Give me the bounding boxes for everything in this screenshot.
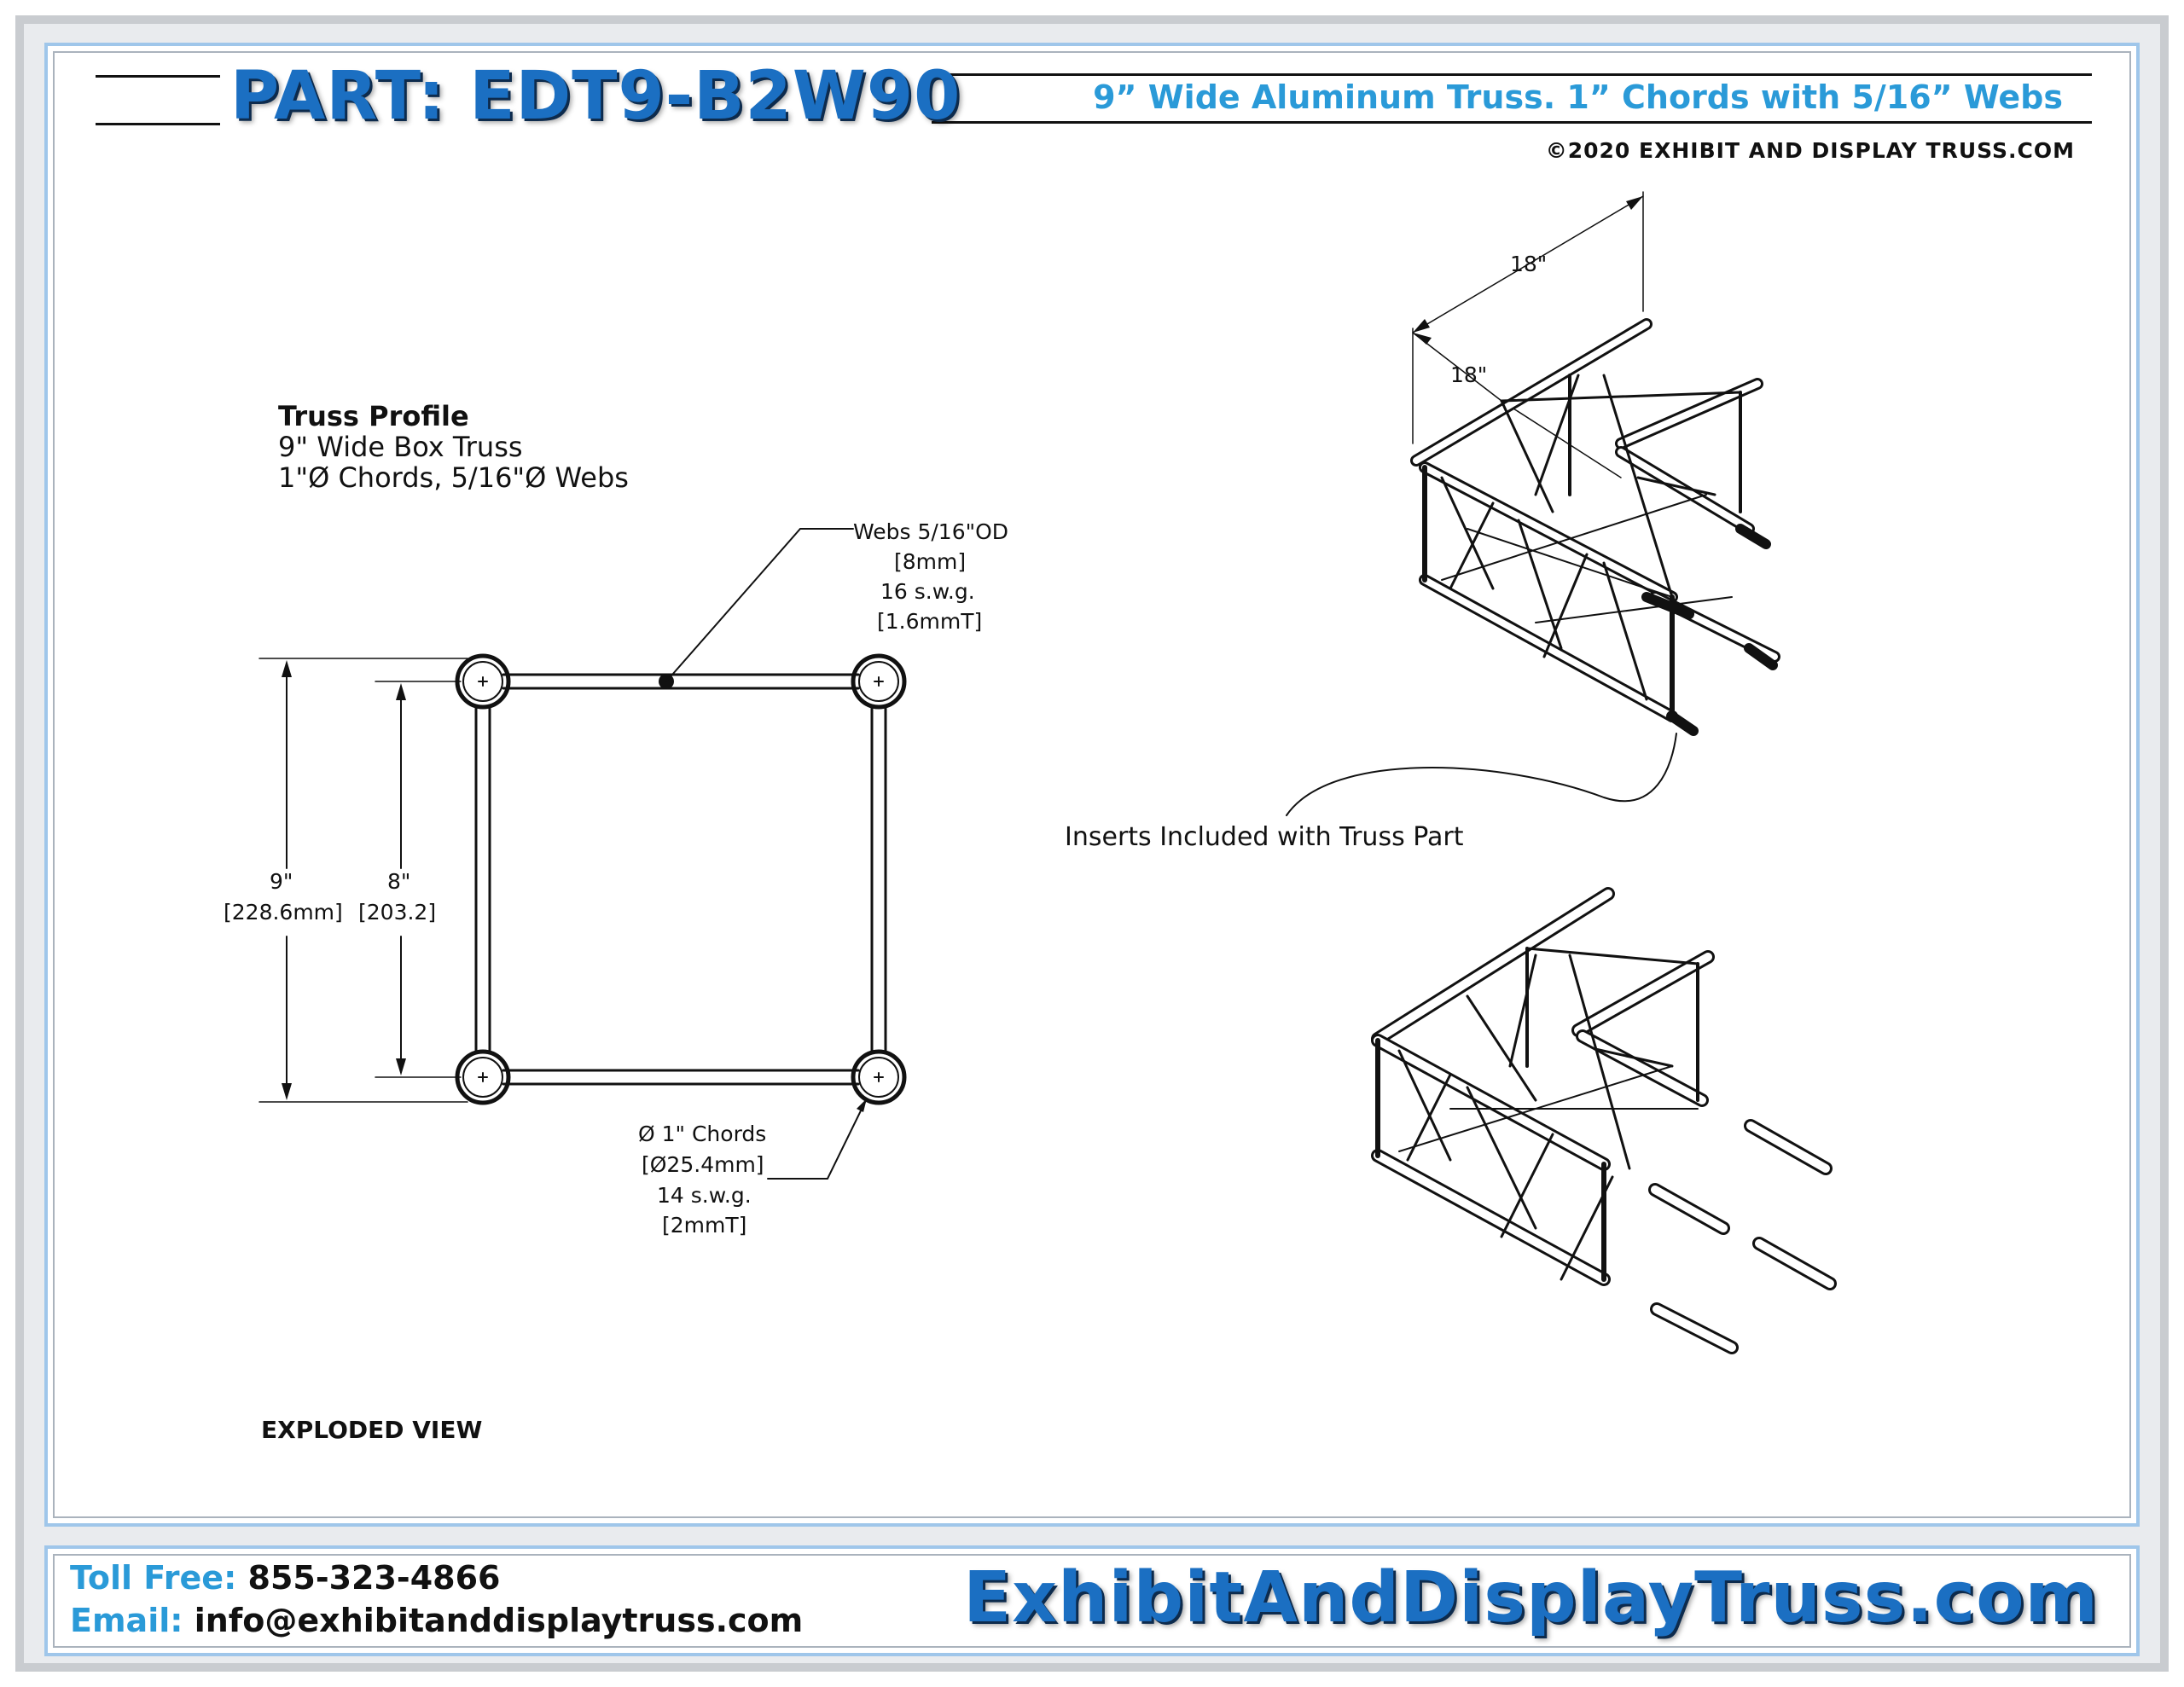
toll-free-line: Toll Free: 855-323-4866 [70,1559,500,1597]
toll-free-label: Toll Free: [70,1559,237,1597]
copyright-notice: ©2020 EXHIBIT AND DISPLAY TRUSS.COM [1545,138,2075,163]
leg-length-a: 18" [1510,252,1548,276]
email-line: Email: info@exhibitanddisplaytruss.com [70,1602,803,1639]
header-rule-left-bottom [96,123,220,125]
chord-top-left [455,653,511,710]
insert-pin-2 [1752,1237,1837,1290]
part-subtitle: 9” Wide Aluminum Truss. 1” Chords with 5… [1093,78,2063,116]
inner-dimension-metric: [203.2] [358,900,437,925]
insert-pin-1 [1744,1119,1833,1175]
chord-top-right [851,653,907,710]
email-label: Email: [70,1602,183,1639]
part-title: PART: EDT9-B2W90 [230,58,961,135]
header-rule-right-top [932,73,2092,76]
webs-spec-line-3: 16 s.w.g. [880,579,975,604]
drawing-border [53,51,2131,1518]
email-address[interactable]: info@exhibitanddisplaytruss.com [194,1602,804,1639]
chords-spec-line-1: Ø 1" Chords [638,1122,767,1146]
header-rule-right-bottom [932,121,2092,124]
truss-profile-notes: Truss Profile 9" Wide Box Truss 1"Ø Chor… [278,401,629,493]
outer-dimension-value: 9" [270,869,293,894]
corner-assembled-view [1286,191,1780,816]
exploded-view-label: EXPLODED VIEW [261,1416,483,1444]
truss-profile-drawing [258,528,907,1180]
corner-exploded-view [1371,887,1837,1354]
truss-profile-line-1: 9" Wide Box Truss [278,431,523,463]
webs-spec-line-2: [8mm] [894,549,967,574]
truss-profile-line-2: 1"Ø Chords, 5/16"Ø Webs [278,461,629,494]
drawing-area [44,43,2140,1527]
header-rule-left-top [96,75,220,78]
footer-border [53,1554,2131,1648]
outer-dimension-metric: [228.6mm] [224,900,343,925]
chords-spec-line-4: [2mmT] [662,1213,747,1238]
website-link[interactable]: ExhibitAndDisplayTruss.com [963,1557,2099,1638]
truss-profile-heading: Truss Profile [278,400,469,432]
inserts-note: Inserts Included with Truss Part [1065,822,1464,852]
leg-length-b: 18" [1450,362,1488,387]
inner-dimension-value: 8" [387,869,411,894]
chords-spec-line-2: [Ø25.4mm] [642,1152,764,1177]
webs-spec-line-1: Webs 5/16"OD [853,519,1009,544]
insert-pin-3 [1650,1302,1739,1354]
chord-bottom-left [455,1049,511,1105]
footer-panel [44,1545,2140,1656]
toll-free-number[interactable]: 855-323-4866 [247,1559,501,1597]
chord-bottom-right [851,1049,907,1105]
webs-spec-line-4: [1.6mmT] [877,609,983,634]
chords-spec-line-3: 14 s.w.g. [657,1183,752,1208]
